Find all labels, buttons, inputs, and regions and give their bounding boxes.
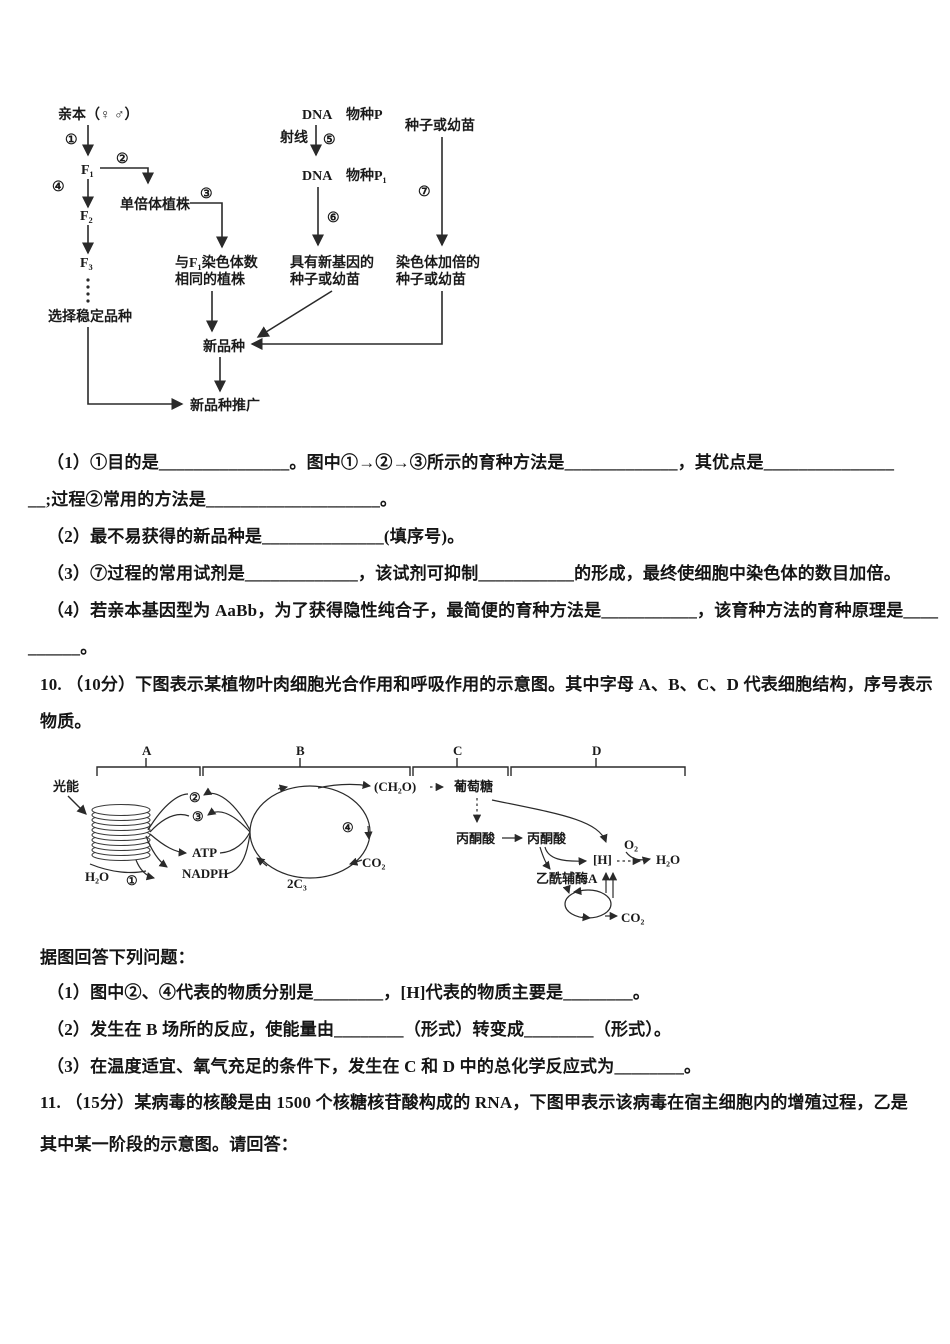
label-h-carrier: [H] [593, 852, 612, 867]
label-2c3: 2C₃ [287, 876, 307, 891]
breeding-flowchart: 亲本（♀ ♂） ① F₁ ② ④ F₂ F₃ 选择稳定品种 单倍体植株 ③ 与F… [48, 106, 480, 414]
q11-line-2: 其中某一阶段的示意图。请回答： [40, 1135, 298, 1154]
label-step-7: ⑦ [418, 185, 431, 200]
tca-arrowhead-bottom [581, 912, 592, 922]
label-substance-2: ② [189, 790, 201, 805]
arrow-f1-to-haploid [100, 167, 154, 185]
label-o2: O₂ [624, 837, 638, 852]
q9-line-1: （1）①目的是_______________。图中①→②→③所示的育种方法是__… [47, 453, 895, 472]
tca-arrowhead-top [572, 886, 582, 896]
q10-intro-2: 物质。 [40, 712, 92, 731]
arrow-stable-to-promotion [87, 327, 184, 410]
q10-item-2: （2）发生在 B 场所的反应，使能量由________（形式）转变成______… [47, 1020, 672, 1039]
label-step-1: ① [65, 133, 78, 148]
label-pyruvate-a: 丙酮酸 [456, 831, 496, 846]
q10-item-3: （3）在温度适宜、氧气充足的条件下，发生在 C 和 D 中的总化学反应式为___… [47, 1057, 702, 1076]
arrow-cycle-to-ch2o [317, 780, 372, 789]
label-h2o-in: H₂O [85, 869, 109, 884]
curve-to-substance-3 [149, 813, 190, 833]
q10-prompt: 据图回答下列问题： [40, 948, 195, 967]
label-region-b: B [296, 743, 305, 758]
label-promotion: 新品种推广 [190, 397, 260, 414]
arrow-granum-to-atp [149, 833, 188, 857]
label-same-chrom-2: 相同的植株 [175, 271, 246, 288]
q9-line-3: （2）最不易获得的新品种是______________(填序号)。 [47, 527, 465, 546]
q10-intro-1: 10. （10分）下图表示某植物叶肉细胞光合作用和呼吸作用的示意图。其中字母 A… [40, 675, 933, 694]
label-species-p1: 物种P₁ [346, 167, 387, 184]
arrow-o2-to-h2o [625, 851, 652, 865]
label-doubled-2: 种子或幼苗 [395, 271, 466, 288]
cycle-arrowhead-top [277, 784, 289, 793]
arrow-granum-to-nadph [145, 835, 168, 868]
label-seedling: 种子或幼苗 [404, 117, 475, 134]
label-same-chrom-1: 与F₁染色体数 [175, 254, 259, 271]
label-ray: 射线 [279, 129, 308, 146]
label-dna-b: DNA [302, 169, 333, 184]
label-nadph: NADPH [182, 866, 228, 881]
q9-line-6: ______。 [28, 638, 98, 657]
curve-to-substance-2 [147, 793, 189, 831]
label-doubled-1: 染色体加倍的 [396, 254, 480, 271]
label-substance-4: ④ [342, 820, 354, 835]
arrow-acetyl-into-tca [562, 884, 571, 894]
label-step-3: ③ [200, 187, 213, 202]
label-new-variety: 新品种 [203, 338, 245, 355]
q10-item-1: （1）图中②、④代表的物质分别是________，[H]代表的物质主要是____… [47, 983, 651, 1002]
curve-atp-to-cycle [219, 831, 251, 854]
q9-line-2: __;过程②常用的方法是____________________。 [28, 490, 398, 509]
label-region-c: C [453, 743, 462, 758]
label-new-gene-2: 种子或幼苗 [289, 271, 360, 288]
label-glucose: 葡萄糖 [453, 779, 493, 794]
label-species-p: 物种P [346, 106, 383, 123]
label-acetyl-coa: 乙酰辅酶A [536, 871, 598, 886]
label-dna-a: DNA [302, 108, 333, 123]
label-select-stable: 选择稳定品种 [48, 308, 132, 325]
q9-line-4: （3）⑦过程的常用试剂是_____________，该试剂可抑制________… [47, 564, 901, 583]
label-step-6: ⑥ [327, 211, 340, 226]
label-co2-in: CO₂ [362, 855, 386, 870]
arrow-co2-into-cycle [349, 857, 363, 866]
arrow-cycle-to-substance-2 [203, 787, 251, 831]
label-step-5: ⑤ [323, 133, 336, 148]
q9-line-5: （4）若亲本基因型为 AaBb，为了获得隐性纯合子，最简便的育种方法是_____… [47, 601, 939, 620]
arrow-light-to-granum [67, 795, 87, 815]
tca-cycle-circle [564, 889, 612, 919]
photosynthesis-respiration-diagram: A B C D 光能 H₂O ① ② ③ [52, 743, 686, 925]
label-new-gene-1: 具有新基因的 [289, 254, 374, 271]
arrow-haploid-to-samechrom [190, 202, 228, 249]
label-region-d: D [592, 743, 601, 758]
label-region-a: A [142, 743, 152, 758]
label-light-energy: 光能 [52, 779, 79, 794]
arrow-granum-to-o2 [135, 859, 156, 881]
label-parents: 亲本（♀ ♂） [58, 106, 139, 123]
label-f3: F₃ [80, 256, 93, 271]
region-brackets [96, 758, 686, 776]
granum-icon [91, 803, 151, 862]
label-pyruvate-b: 丙酮酸 [527, 831, 567, 846]
arrow-newgene-to-newvariety [256, 290, 333, 338]
label-substance-3: ③ [192, 809, 204, 824]
label-h2o-out: H₂O [656, 852, 680, 867]
label-co2-out: CO₂ [621, 910, 645, 925]
arrow-doubled-to-newvariety [250, 291, 443, 350]
label-ch2o: (CH₂O) [374, 779, 416, 794]
label-step-4: ④ [52, 180, 65, 195]
label-f2: F₂ [80, 209, 93, 224]
arrow-pyruvate-to-acetyl [539, 846, 551, 870]
q11-line-1: 11. （15分）某病毒的核酸是由 1500 个核糖核苷酸构成的 RNA，下图甲… [40, 1093, 908, 1112]
label-haploid: 单倍体植株 [120, 196, 191, 213]
cycle-arrowhead-right [364, 825, 373, 841]
ellipsis-dots [86, 278, 90, 303]
label-substance-1: ① [126, 873, 138, 888]
cycle-arrowhead-bottom [256, 857, 268, 867]
arrow-pyruvate-to-h [544, 846, 588, 866]
label-f1: F₁ [81, 163, 94, 178]
arrow-cycle-to-substance-3 [207, 807, 251, 833]
curve-glucose-to-h [491, 799, 608, 843]
label-atp: ATP [192, 845, 217, 860]
label-step-2: ② [116, 152, 129, 167]
curve-nadph-to-cycle [225, 833, 251, 875]
